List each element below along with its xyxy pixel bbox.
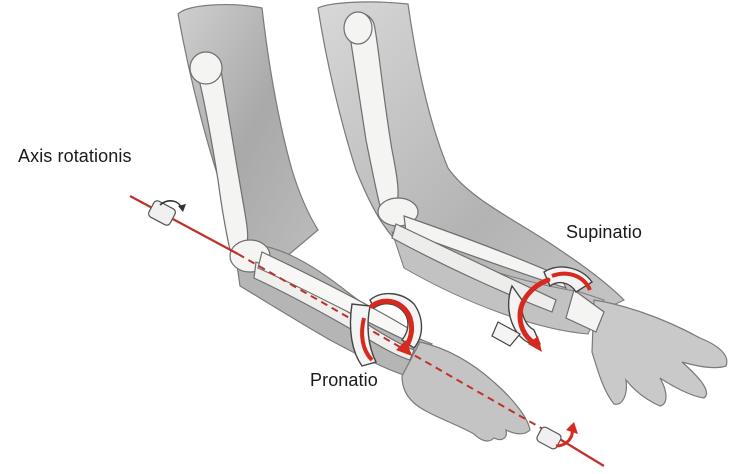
supination-label: Supinatio [566, 222, 642, 243]
right-hand [592, 300, 727, 406]
pronation-label: Pronatio [310, 370, 378, 391]
left-hand [402, 342, 530, 441]
axis-rotationis-label: Axis rotationis [18, 146, 132, 167]
